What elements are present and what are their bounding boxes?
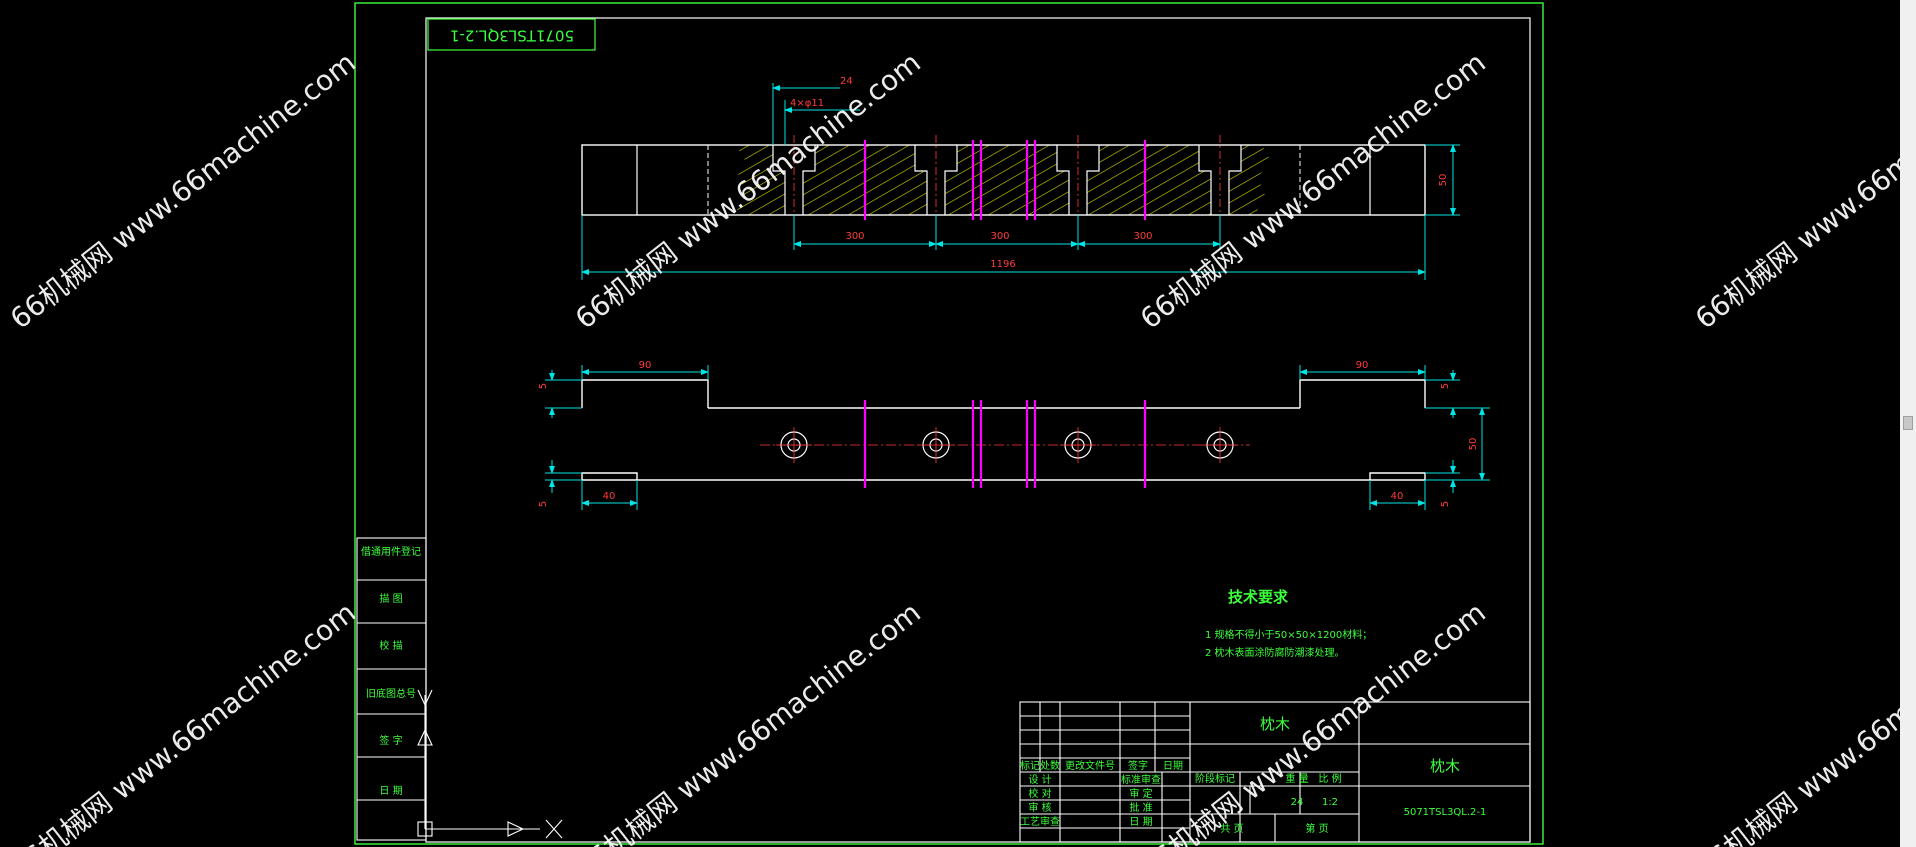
dim-pitch-1: 300 [845, 231, 864, 242]
tb-scale: 1:2 [1322, 797, 1338, 808]
tb-sheet-total: 共 页 [1220, 823, 1243, 835]
dim-offset-4: 5 [1440, 501, 1451, 507]
side-label-5: 签 字 [379, 734, 402, 747]
scrollbar-thumb[interactable] [1903, 416, 1913, 430]
tb-drawing-code: 5071TSL3QL.2-1 [1404, 807, 1487, 818]
tb-row-header-4: 签字 [1128, 759, 1148, 772]
dim-end-left-top: 90 [639, 360, 652, 371]
tb-row-header-1: 标记 [1020, 760, 1040, 772]
tech-req-title: 技术要求 [1228, 588, 1289, 606]
inner-frame [425, 17, 1531, 843]
code-box [427, 18, 596, 51]
tb-check: 校 对 [1028, 787, 1051, 800]
front-view: 24 4×φ11 300 300 300 1196 50 [581, 76, 1460, 280]
dim-height-front: 50 [1438, 174, 1449, 187]
tb-scale-label: 比 例 [1318, 772, 1341, 785]
watermark-6: 66机械网 www.66machine.com [569, 596, 927, 847]
tb-weight: 24 [1291, 797, 1304, 808]
tb-stage-label: 阶段标记 [1195, 772, 1235, 785]
tb-weight-label: 重 量 [1285, 772, 1308, 785]
tb-row-header-2: 处数 [1040, 759, 1060, 772]
tb-part-name-right: 枕木 [1430, 757, 1460, 775]
dim-height-plan: 50 [1468, 438, 1479, 451]
title-block [1019, 701, 1531, 843]
dim-holes: 4×φ11 [790, 98, 824, 109]
ucs-icon [417, 689, 563, 839]
dim-end-right-bottom: 40 [1391, 491, 1404, 502]
tech-req-item-2: 2 枕木表面涂防腐防潮漆处理。 [1205, 646, 1345, 659]
hatch-region [735, 145, 1270, 215]
tb-review: 审 核 [1028, 801, 1051, 814]
tb-approve: 批 准 [1129, 801, 1152, 814]
vertical-scrollbar[interactable] [1900, 0, 1916, 847]
tb-part-name-mid: 枕木 [1260, 715, 1290, 733]
tb-date: 日 期 [1129, 816, 1152, 828]
tb-std-review: 标准审查 [1121, 773, 1161, 786]
dim-counterbore: 24 [840, 76, 853, 87]
plan-view: 90 90 40 40 5 5 5 5 50 [538, 360, 1490, 510]
tb-design: 设 计 [1028, 773, 1051, 786]
side-label-3: 校 描 [379, 639, 402, 652]
dim-offset-3: 5 [1440, 383, 1451, 389]
drawing-code-rotated: 5071TSL3QL.2-1 [450, 27, 574, 45]
tech-req-item-1: 1 规格不得小于50×50×1200材料； [1205, 628, 1372, 641]
dim-total-length: 1196 [990, 259, 1015, 270]
side-label-table [356, 537, 427, 841]
tb-row-header-3: 更改文件号 [1065, 759, 1115, 772]
watermark-1: 66机械网 www.66machine.com [4, 46, 362, 336]
watermark-8: 66机械网 www.66machine.com [1689, 596, 1916, 847]
dim-offset-2: 5 [538, 501, 549, 507]
watermark-5: 66机械网 www.66machine.com [4, 596, 362, 847]
tb-sheet-no: 第 页 [1305, 822, 1328, 835]
watermark-4: 66机械网 www.66machine.com [1689, 46, 1916, 336]
dim-end-left-bottom: 40 [603, 491, 616, 502]
tb-process: 工艺审查 [1020, 815, 1060, 828]
dim-offset-1: 5 [538, 383, 549, 389]
outer-frame [354, 2, 1544, 845]
side-label-1: 借通用件登记 [361, 545, 421, 558]
dim-pitch-2: 300 [990, 231, 1009, 242]
tb-row-header-5: 日期 [1163, 760, 1183, 772]
tb-approve-final: 审 定 [1129, 787, 1152, 800]
beam-front-outline [581, 144, 1426, 216]
side-label-2: 描 图 [379, 592, 402, 605]
side-label-6: 日 期 [379, 785, 402, 797]
dim-pitch-3: 300 [1133, 231, 1152, 242]
side-label-4: 旧底图总号 [366, 687, 416, 700]
dim-end-right-top: 90 [1356, 360, 1369, 371]
